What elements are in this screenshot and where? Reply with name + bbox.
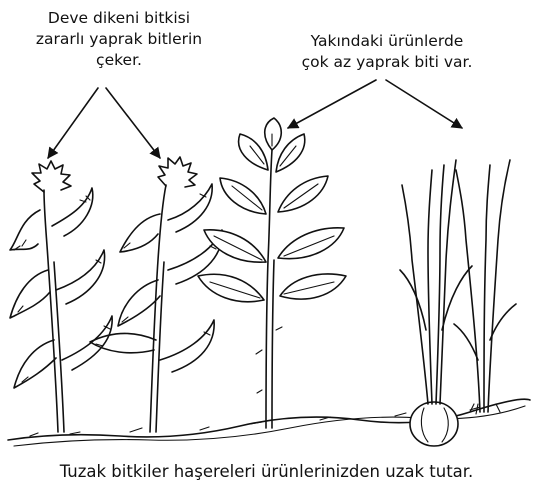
right-arrows bbox=[288, 80, 462, 128]
thistle-plant-1 bbox=[10, 161, 112, 432]
thistle-plant-2 bbox=[90, 157, 222, 432]
left-arrows bbox=[48, 88, 160, 158]
arrow-to-crop-1 bbox=[288, 80, 376, 128]
arrow-to-thistle-2 bbox=[106, 88, 160, 158]
arrow-to-thistle-1 bbox=[48, 88, 98, 158]
arrow-to-crop-2 bbox=[386, 80, 462, 128]
caption: Tuzak bitkiler haşereleri ürünlerinizden… bbox=[0, 462, 533, 481]
leafy-crop-plant bbox=[198, 118, 346, 428]
